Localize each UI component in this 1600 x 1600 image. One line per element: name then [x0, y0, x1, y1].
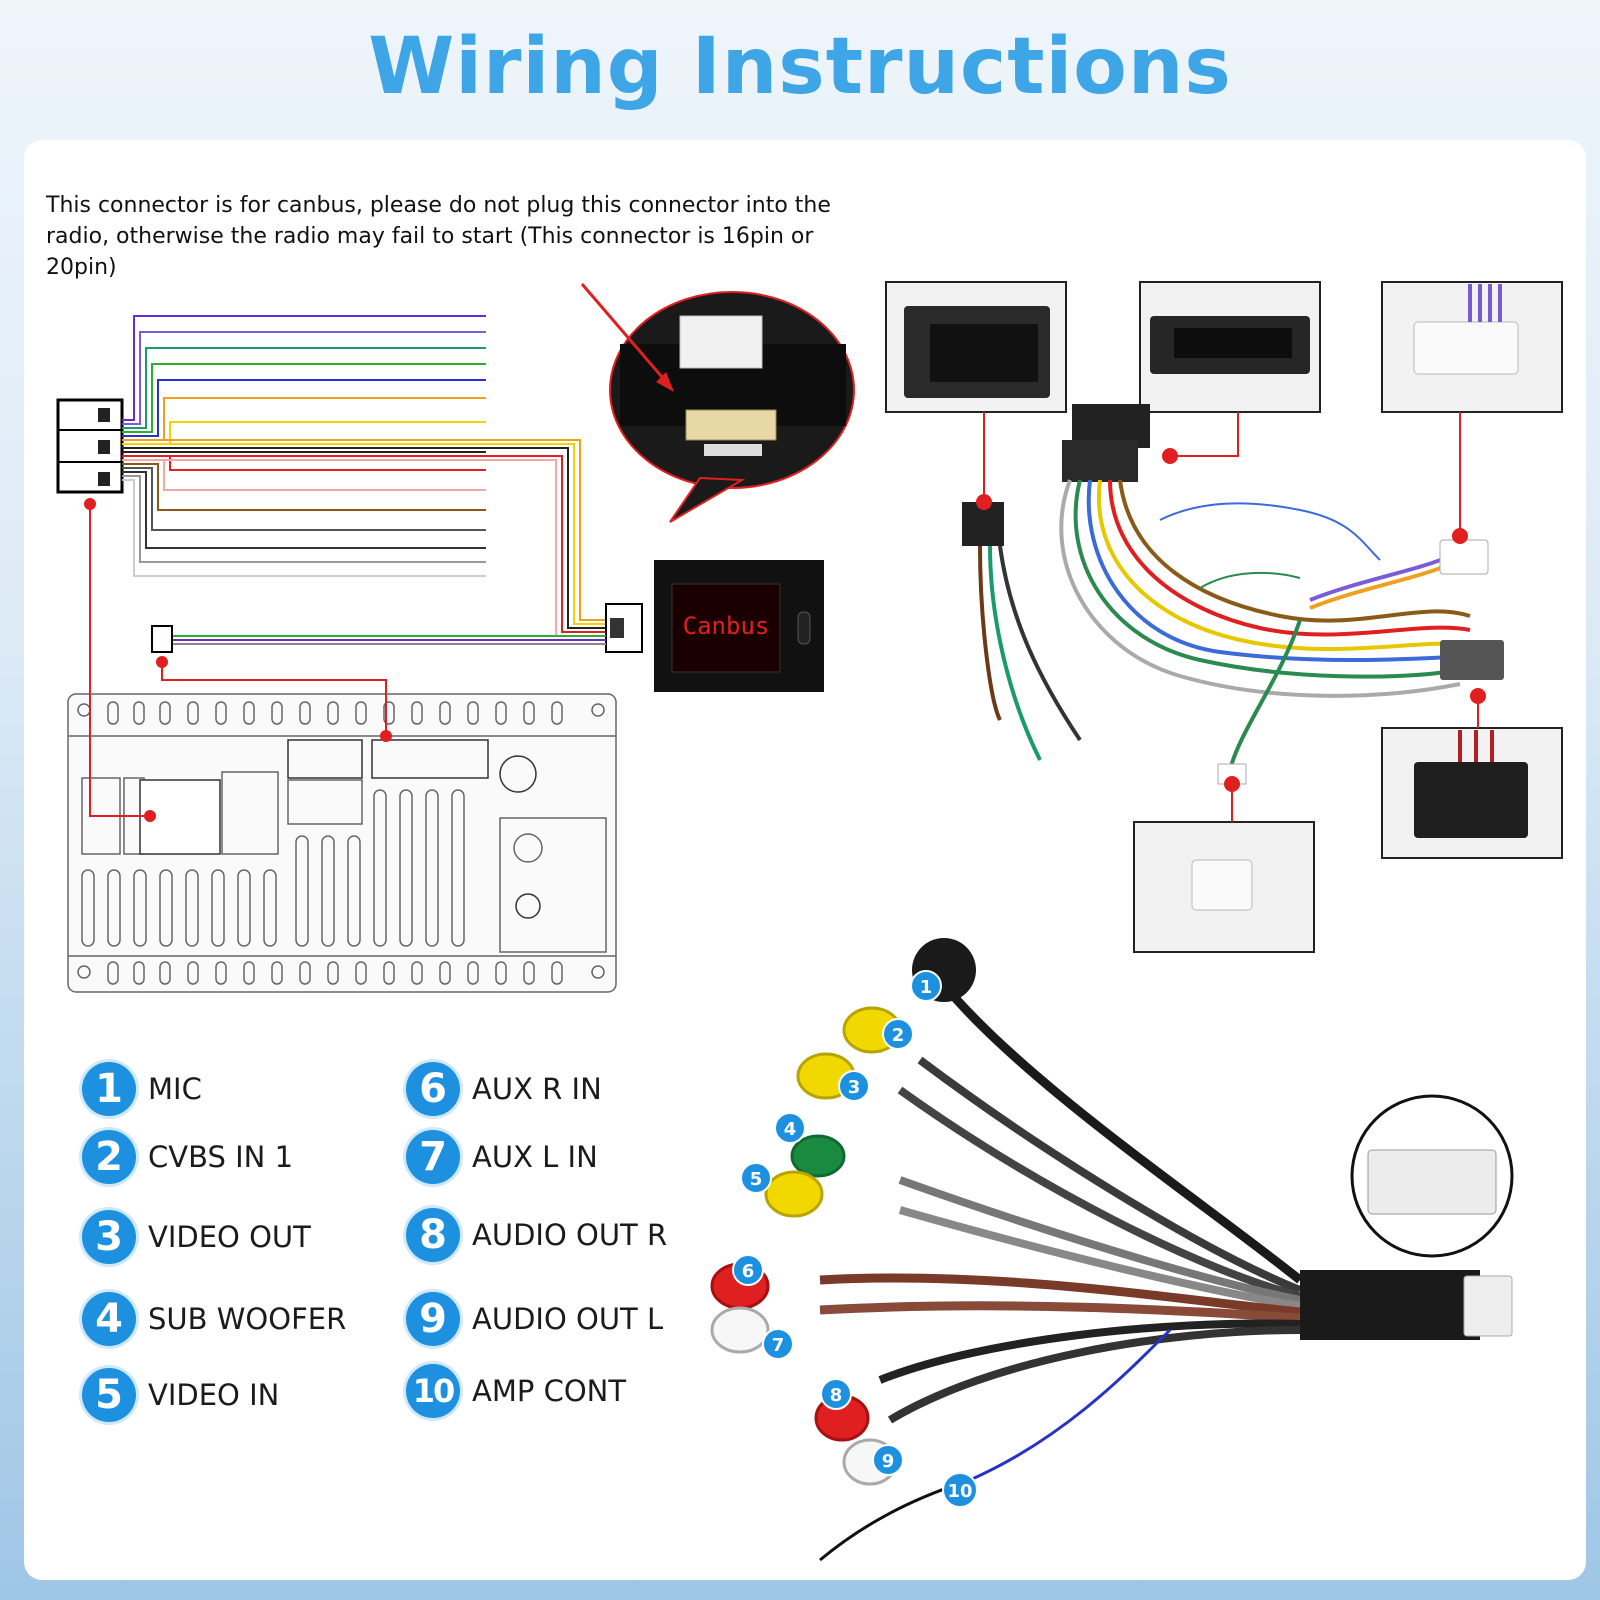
- cable-tag-7: 7: [772, 1335, 785, 1356]
- connector-photo-4: [1381, 727, 1563, 859]
- legend-item: 9 AUDIO OUT L: [406, 1292, 663, 1346]
- legend-item: 4 SUB WOOFER: [82, 1292, 346, 1346]
- connector-photo-1: [885, 281, 1067, 413]
- cable-tag-10: 10: [947, 1481, 972, 1502]
- canbus-module: [654, 560, 824, 692]
- legend-label: VIDEO IN: [148, 1378, 280, 1412]
- legend-number-badge: 6: [406, 1062, 460, 1116]
- legend-item: 6 AUX R IN: [406, 1062, 602, 1116]
- legend-number-badge: 2: [82, 1130, 136, 1184]
- legend-label: SUB WOOFER: [148, 1302, 347, 1336]
- cable-tag-5: 5: [750, 1169, 763, 1190]
- harness-wires: [122, 315, 606, 637]
- radio-vertical-slots: [81, 789, 465, 947]
- cable-tag-6: 6: [742, 1261, 755, 1282]
- legend-number-badge: 10: [406, 1364, 460, 1418]
- legend-number-badge: 8: [406, 1208, 460, 1262]
- legend-label: AMP CONT: [472, 1374, 627, 1408]
- legend-item: 1 MIC: [82, 1062, 202, 1116]
- connector-photo-3: [1381, 281, 1563, 413]
- cable-tag-9: 9: [882, 1451, 895, 1472]
- legend-item: 5 VIDEO IN: [82, 1368, 279, 1422]
- vent-slots-top: [107, 701, 563, 725]
- page-title: Wiring Instructions: [368, 22, 1232, 112]
- legend-label: CVBS IN 1: [148, 1140, 294, 1174]
- vent-slots-bottom: [107, 961, 563, 985]
- legend-number-badge: 4: [82, 1292, 136, 1346]
- legend-number-badge: 9: [406, 1292, 460, 1346]
- canbus-plug: [605, 603, 643, 653]
- legend-item: 7 AUX L IN: [406, 1130, 598, 1184]
- canbus-warning-note: This connector is for canbus, please do …: [46, 193, 831, 280]
- cable-tag-1: 1: [920, 977, 933, 998]
- legend-number-badge: 5: [82, 1368, 136, 1422]
- cable-number-tags: 1 2 3 4 5 6 7 8 9 10: [732, 970, 978, 1508]
- rca-cables: [710, 938, 1514, 1562]
- legend-label: AUX R IN: [472, 1072, 602, 1106]
- legend-number-badge: 7: [406, 1130, 460, 1184]
- canbus-connector-callout: [580, 283, 855, 523]
- connector-photo-5: [1133, 821, 1315, 953]
- cable-tag-8: 8: [830, 1385, 843, 1406]
- radio-back-panel: [67, 693, 617, 993]
- harness-plug: [56, 398, 124, 494]
- legend-number-badge: 3: [82, 1210, 136, 1264]
- cable-tag-3: 3: [848, 1077, 861, 1098]
- legend-number-badge: 1: [82, 1062, 136, 1116]
- harness-pointer-lines: [976, 412, 1486, 822]
- legend-label: VIDEO OUT: [148, 1220, 311, 1254]
- legend-label: MIC: [148, 1072, 202, 1106]
- legend-label: AUDIO OUT L: [472, 1302, 664, 1336]
- canbus-jumper: [151, 625, 606, 653]
- legend-item: 10 AMP CONT: [406, 1364, 626, 1418]
- panel-pointer-lines: [84, 498, 392, 822]
- cable-tag-4: 4: [784, 1119, 797, 1140]
- legend-label: AUDIO OUT R: [472, 1218, 668, 1252]
- canbus-box-label: Canbus: [683, 612, 770, 640]
- harness-bundle: [962, 404, 1504, 785]
- legend-item: 8 AUDIO OUT R: [406, 1208, 667, 1262]
- legend-item: 2 CVBS IN 1: [82, 1130, 293, 1184]
- cable-tag-2: 2: [892, 1025, 905, 1046]
- legend-item: 3 VIDEO OUT: [82, 1210, 311, 1264]
- connector-photo-2: [1139, 281, 1321, 413]
- legend-label: AUX L IN: [472, 1140, 598, 1174]
